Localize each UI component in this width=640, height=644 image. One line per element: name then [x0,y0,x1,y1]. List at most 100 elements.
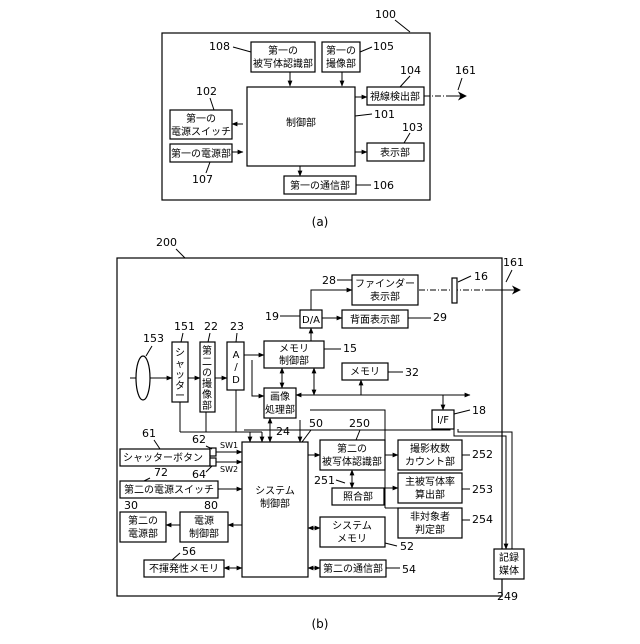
caption-a: (a) [312,215,329,229]
ref-104: 104 [400,64,421,77]
link-18-50 [244,428,450,430]
sw2-label: SW2 [220,465,238,474]
block-62-switch [210,448,216,456]
block-23-c3: D [232,375,240,386]
leader-101 [355,114,372,116]
ref-54: 54 [402,563,416,576]
link-23-24 [252,360,264,396]
ref-103: 103 [402,121,423,134]
leader-104 [400,76,410,87]
block-24-line2: 処理部 [265,403,295,416]
block-80-line2: 制御部 [189,527,219,540]
block-107-line1: 第一の電源部 [171,147,231,160]
ref-105: 105 [373,40,394,53]
block-250-line1: 第二の [337,442,367,455]
block-56-line1: 不揮発性メモリ [149,562,219,575]
ref-50: 50 [309,417,323,430]
block-251-line1: 照合部 [343,490,373,503]
leader-107 [206,162,210,173]
block-52-line1: システム [332,520,372,532]
block-32-line1: メモリ [350,367,380,378]
ref-251: 251 [314,474,335,487]
ref-253: 253 [472,483,493,496]
leader-16 [458,276,471,282]
block-30-line2: 電源部 [128,527,158,540]
block-54-line1: 第二の通信部 [323,562,383,575]
block-252-line2: カウント部 [405,455,455,468]
block-151-c1: シ [175,348,185,359]
leader-23 [236,333,237,342]
block-16-eyepiece [452,278,457,303]
leader-161-b [506,270,512,282]
lens-153 [136,356,150,400]
ref-62: 62 [192,433,206,446]
block-104-line1: 視線検出部 [370,90,420,103]
leader-102 [210,98,214,110]
block-105-line1: 第一の [326,44,356,57]
block-23-c1: A [233,350,240,361]
leader-161-a [458,78,462,90]
block-50-line1: システム [255,485,295,497]
leader-153 [146,346,152,356]
leader-64 [206,466,212,472]
ref-161-a: 161 [455,64,476,77]
block-151-label: シ ャ ッ タ ー [175,348,185,402]
block-72-line1: 第二の電源スイッチ [124,483,214,496]
block-19-line1: D/A [302,315,320,326]
ref-32: 32 [405,366,419,379]
block-50-line2: 制御部 [260,497,290,510]
ref-29: 29 [433,311,447,324]
ref-252: 252 [472,448,493,461]
ref-153: 153 [143,332,164,345]
block-61-line1: シャッターボタン [123,452,203,464]
ref-101: 101 [374,108,395,121]
ref-80: 80 [204,499,218,512]
leader-251 [336,480,345,483]
ref-72: 72 [154,466,168,479]
block-250-line2: 被写体認識部 [322,455,382,468]
caption-b: (b) [312,617,329,631]
leader-100 [395,20,410,32]
block-254-line1: 非対象者 [410,510,450,523]
leader-108 [233,47,251,52]
block-22-c5: 像 [202,389,212,401]
leader-105 [360,47,372,52]
ref-24: 24 [276,425,290,438]
block-22-c2: 二 [202,357,212,368]
ref-64: 64 [192,468,206,481]
block-28-line2: 表示部 [370,290,400,303]
block-102-line1: 第一の [186,112,216,125]
block-101-line1: 制御部 [286,116,316,129]
block-64-switch [210,458,216,466]
ref-19: 19 [265,310,279,323]
ref-108: 108 [209,40,230,53]
block-103-line1: 表示部 [380,146,410,159]
block-15-line2: 制御部 [279,354,309,367]
block-22-c4: 撮 [202,377,212,390]
block-105-line2: 撮像部 [326,57,356,70]
block-30-line1: 第二の [128,514,158,527]
leader-50 [302,430,311,442]
ref-52: 52 [400,540,414,553]
ref-107: 107 [192,173,213,186]
ref-200: 200 [156,236,177,249]
ref-22: 22 [204,320,218,333]
block-249-line1: 記録 [499,551,519,564]
figure-a: 100 161 第一の 被写体認識部 108 第一の 撮像部 105 視線検出部… [162,8,476,229]
figure-b: 200 153 161 [117,236,524,631]
block-18-line1: I/F [437,415,449,426]
block-22-c1: 第 [202,344,212,357]
block-108-line1: 第一の [268,44,298,57]
ref-28: 28 [322,274,336,287]
block-22-c6: 部 [202,399,212,412]
ref-23: 23 [230,320,244,333]
leader-250 [356,430,360,440]
ref-61: 61 [142,427,156,440]
block-106-line1: 第一の通信部 [290,179,350,192]
leader-151 [181,333,183,342]
link-19-28 [311,290,342,310]
ref-151: 151 [174,320,195,333]
block-22-label: 第 二 の 撮 像 部 [202,344,212,412]
